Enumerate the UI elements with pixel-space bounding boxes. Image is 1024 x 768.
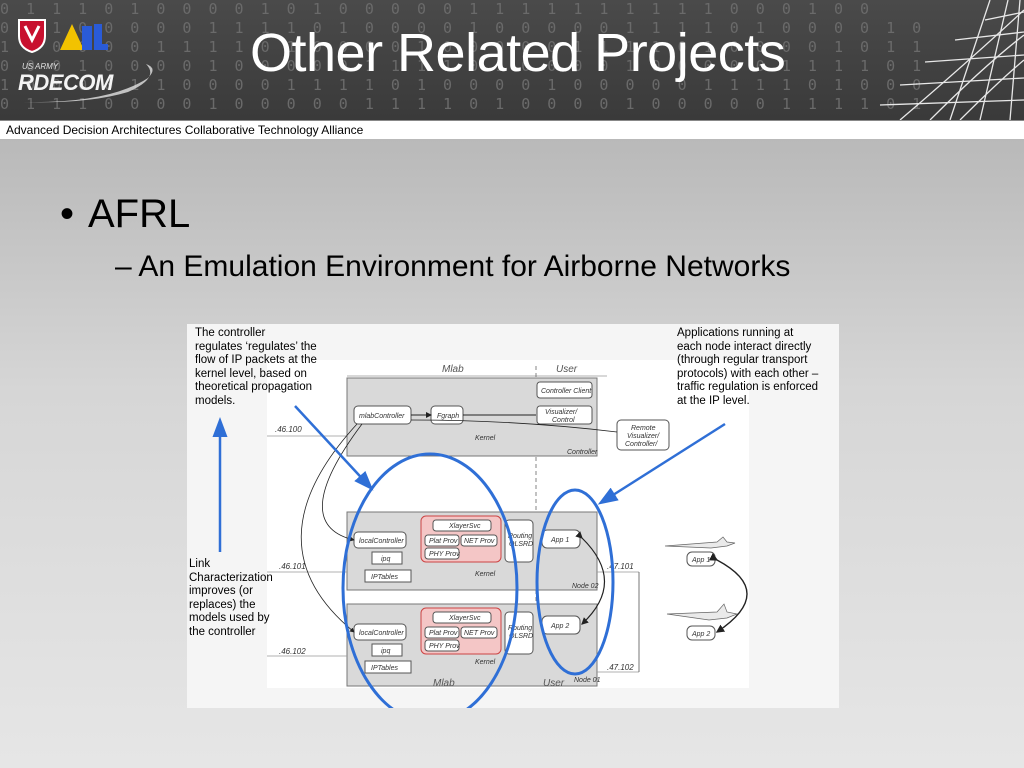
annotation-controller: The controller regulates ‘regulates’ the… [195, 327, 317, 407]
xlayer-svc-box-2 [432, 611, 492, 624]
remote-visualizer-box [616, 419, 670, 451]
iptables-label-1: IPTables [371, 574, 398, 581]
architecture-figure: Mlab User Controller Client Visualizer/ … [187, 324, 839, 708]
routing-label-1b: OLSRD [509, 541, 533, 548]
mlab-header-label: Mlab [442, 364, 464, 375]
local-controller-label-2: localController [359, 630, 404, 637]
phy-prov-box-2 [424, 639, 460, 652]
net-prov-box-2 [460, 626, 498, 639]
bullet-afrl: • AFRL [60, 192, 190, 237]
node02-label: Node 02 [572, 583, 599, 590]
node01-kernel-label: Kernel [475, 659, 496, 666]
fgraph-label: Fgraph [437, 413, 459, 420]
plane-app2-label: App 2 [691, 631, 710, 638]
routing-label-2a: Routing [508, 625, 532, 632]
sub-bullet-text: An Emulation Environment for Airborne Ne… [138, 250, 791, 283]
routing-box-2 [504, 611, 534, 655]
ipq-box-2 [371, 643, 403, 657]
ip-46-101: .46.101 [279, 562, 306, 571]
xlayer-svc-box-1 [432, 519, 492, 532]
mlab-controller-label: mlabController [359, 413, 405, 420]
net-prov-box-1 [460, 534, 498, 547]
phy-prov-label-1: PHY Prov [429, 551, 460, 558]
phy-prov-box-1 [424, 547, 460, 560]
phy-prov-label-2: PHY Prov [429, 643, 460, 650]
app2-label: App 2 [550, 623, 569, 630]
slide-header: 0 1 1 1 0 1 0 0 0 0 1 0 1 0 0 0 0 0 1 1 … [0, 0, 1024, 120]
ipq-label-2: ipq [381, 648, 390, 655]
plane-app1-label: App 1 [691, 557, 710, 564]
alliance-bar: Advanced Decision Architectures Collabor… [0, 120, 1024, 140]
routing-label-2b: OLSRD [509, 633, 533, 640]
ip-47-101: .47.101 [607, 562, 634, 571]
slide-title: Other Related Projects [250, 23, 786, 83]
local-controller-label-1: localController [359, 538, 404, 545]
routing-box-1 [504, 519, 534, 563]
xlayer-svc-label-2: XlayerSvc [448, 615, 481, 622]
logo-area: US ARMY RDECOM [0, 0, 180, 120]
remote-line3: Controller/ [625, 441, 658, 448]
alliance-label: Advanced Decision Architectures Collabor… [6, 123, 364, 137]
bullet-afrl-text: AFRL [88, 192, 191, 236]
plat-prov-box-1 [424, 534, 460, 547]
bottom-mlab-label: Mlab [433, 678, 455, 689]
visualizer-line1: Visualizer/ [545, 409, 578, 416]
node01-label: Node 01 [574, 677, 601, 684]
ipq-label-1: ipq [381, 556, 390, 563]
net-prov-label-1: NET Prov [464, 538, 495, 545]
rdecom-logo-text: RDECOM [18, 70, 113, 95]
user-header-label: User [556, 364, 578, 375]
node02-kernel-label: Kernel [475, 571, 496, 578]
architecture-diagram: Mlab User Controller Client Visualizer/ … [212, 360, 749, 708]
iptables-label-2: IPTables [371, 665, 398, 672]
kernel-highlight-ellipse [341, 452, 519, 708]
controller-client-box [536, 381, 593, 399]
bullet-marker: • [60, 192, 75, 236]
controller-machine-label: Controller [567, 449, 598, 456]
ip-46-100: .46.100 [275, 425, 302, 434]
airplane-icon-1 [664, 536, 736, 549]
plat-prov-box-2 [424, 626, 460, 639]
net-prov-label-2: NET Prov [464, 630, 495, 637]
bottom-user-label: User [543, 678, 565, 689]
ip-47-102: .47.102 [607, 663, 634, 672]
iptables-box-2 [364, 660, 412, 674]
app1-label: App 1 [550, 537, 569, 544]
annotation-link-characterization: Link Characterization improves (or repla… [189, 558, 273, 638]
controller-client-label: Controller Client [541, 388, 592, 395]
us-army-small-label: US ARMY [22, 62, 59, 71]
remote-line1: Remote [631, 425, 656, 432]
xlayer-svc-label-1: XlayerSvc [448, 523, 481, 530]
arl-logo-icon [60, 24, 108, 50]
annotation-applications: Applications running at each node intera… [677, 327, 819, 407]
iptables-box-1 [364, 569, 412, 583]
apps-highlight-ellipse [535, 488, 615, 676]
plat-prov-label-1: Plat Prov [429, 538, 458, 545]
routing-label-1a: Routing [508, 533, 532, 540]
remote-line2: Visualizer/ [627, 433, 660, 440]
controller-kernel-label: Kernel [475, 435, 496, 442]
ipq-box-1 [371, 551, 403, 565]
rdecom-swoosh-icon [22, 64, 153, 103]
plat-prov-label-2: Plat Prov [429, 630, 458, 637]
visualizer-line2: Control [552, 417, 575, 424]
sub-bullet-marker: – [115, 250, 132, 283]
grid-globe-graphic [879, 0, 1024, 120]
visualizer-control-box [536, 405, 593, 425]
plane-app2-box [686, 625, 716, 641]
sub-bullet-emulation: – An Emulation Environment for Airborne … [115, 250, 790, 284]
ip-46-102: .46.102 [279, 647, 306, 656]
army-shield-icon [18, 19, 46, 54]
